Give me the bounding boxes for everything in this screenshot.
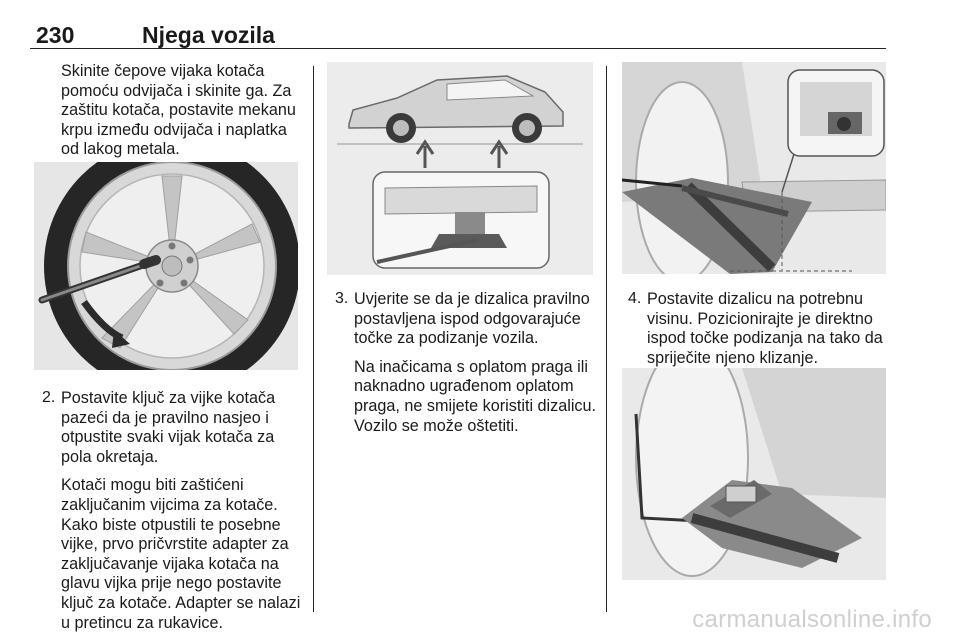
jack-placement-illustration	[622, 62, 886, 274]
step-number: 2.	[42, 389, 56, 406]
jack-raised-illustration	[622, 368, 886, 580]
wheel-illustration	[34, 162, 298, 370]
watermark: carmanualsonline.info	[692, 606, 932, 633]
step-number: 3.	[335, 290, 349, 307]
car-jack-points-illustration	[327, 62, 593, 275]
column-divider	[313, 66, 314, 612]
page-header: 230 Njega vozila	[30, 10, 886, 49]
step-number: 4.	[628, 290, 642, 307]
page-title: Njega vozila	[142, 22, 275, 48]
column-divider	[606, 66, 607, 612]
page-number: 230	[36, 22, 75, 48]
